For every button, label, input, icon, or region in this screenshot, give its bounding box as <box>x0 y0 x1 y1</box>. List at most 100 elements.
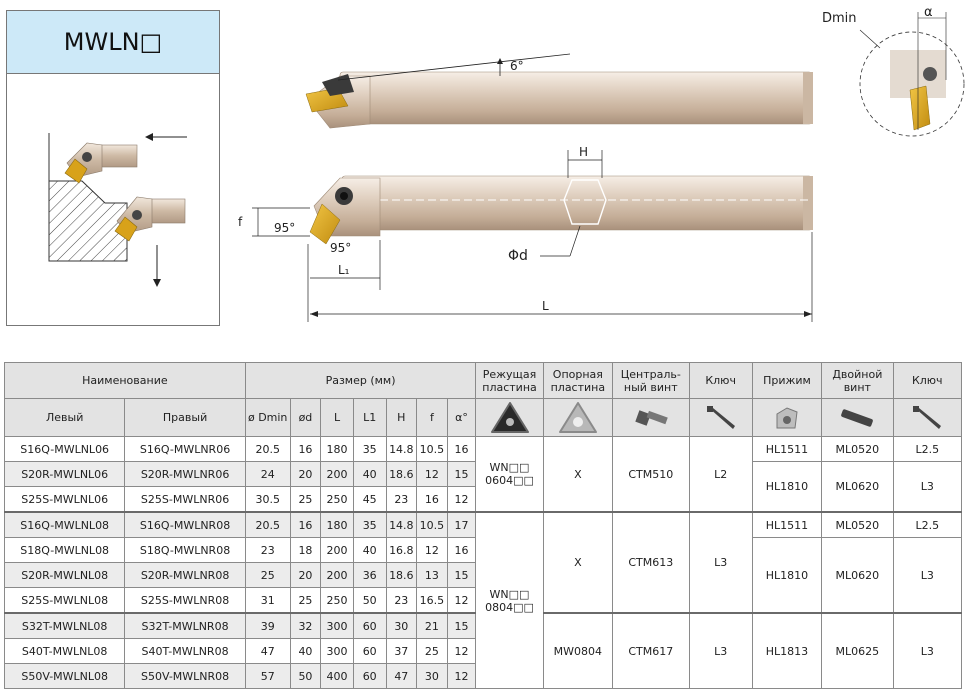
label-dmin: Dmin <box>822 11 857 26</box>
tool-top-view: 6° <box>305 53 813 129</box>
cell-d: 32 <box>289 612 322 639</box>
spec-table: Наименование Размер (мм) Режущая пластин… <box>3 362 963 689</box>
cell-f: 16.5 <box>416 587 448 614</box>
header-seat: Опорная пластина <box>542 362 614 399</box>
cell-l1: 45 <box>352 486 387 513</box>
cell-f: 12 <box>416 537 448 563</box>
cell-l: 400 <box>320 663 354 689</box>
cell-center-screw: CTM510 <box>612 436 690 513</box>
cell-l: 200 <box>320 461 354 487</box>
cell-clamp: HL1810 <box>751 537 823 614</box>
angle-6-label: 6° <box>510 59 524 73</box>
header-center-screw: Централь-ный винт <box>612 362 690 399</box>
subheader-right: Правый <box>124 398 246 437</box>
cell-left: S16Q-MWLNL06 <box>3 436 126 462</box>
cell-right: S20R-MWLNR06 <box>124 461 246 487</box>
cell-left: S16Q-MWLNL08 <box>3 511 126 538</box>
cell-key2: L3 <box>892 461 963 513</box>
table-row: S20R-MWLNL06 S20R-MWLNR06 24 20 200 40 1… <box>3 461 963 513</box>
table-row: S20R-MWLNL08 S20R-MWLNR08 25 20 200 36 1… <box>3 562 962 588</box>
key-icon <box>892 398 963 437</box>
cell-h: 14.8 <box>385 436 418 462</box>
cell-d: 18 <box>289 537 322 563</box>
cell-insert: WN□□ 0604□□ <box>475 436 544 513</box>
cell-l1: 60 <box>352 663 387 689</box>
cell-l1: 60 <box>352 612 387 639</box>
cell-key1: L3 <box>688 612 753 689</box>
cell-h: 18.6 <box>385 562 418 588</box>
cell-seat: X <box>542 436 614 513</box>
cell-left: S20R-MWLNL08 <box>3 562 126 588</box>
cell-double-screw: ML0620 <box>821 461 894 513</box>
subheader-alpha: α° <box>446 398 477 437</box>
cell-left: S20R-MWLNL06 <box>3 461 126 487</box>
seat-icon <box>542 398 614 437</box>
label-alpha: α <box>924 5 933 20</box>
cell-dmin: 47 <box>244 638 291 664</box>
cell-d: 16 <box>289 436 322 462</box>
cell-f: 10.5 <box>416 511 448 538</box>
header-insert: Режущая пластина <box>475 362 544 399</box>
cell-right: S25S-MWLNR08 <box>124 587 246 614</box>
table-row: S50V-MWLNL08 S50V-MWLNR08 57 50 400 60 4… <box>3 663 962 689</box>
cell-alpha: 16 <box>446 436 477 462</box>
cell-h: 14.8 <box>385 511 418 538</box>
product-title: MWLN□ <box>7 11 219 74</box>
cell-f: 12 <box>416 461 448 487</box>
label-h: H <box>579 145 588 159</box>
subheader-d: ød <box>289 398 322 437</box>
cell-left: S25S-MWLNL08 <box>3 587 126 614</box>
key-icon <box>688 398 753 437</box>
subheader-l: L <box>320 398 354 437</box>
cell-h: 47 <box>385 663 418 689</box>
cell-l: 200 <box>320 562 354 588</box>
cell-l: 300 <box>320 612 354 639</box>
cell-clamp: HL1511 <box>751 436 823 462</box>
cell-f: 30 <box>416 663 448 689</box>
header-double-screw: Двойной винт <box>821 362 894 399</box>
cell-key1: L2 <box>688 436 753 513</box>
cell-alpha: 15 <box>446 562 477 588</box>
subheader-dmin: ø Dmin <box>244 398 291 437</box>
cell-key1: L3 <box>688 511 753 614</box>
cell-key2: L3 <box>892 612 963 689</box>
cell-dmin: 25 <box>244 562 291 588</box>
cell-clamp: HL1511 <box>751 511 823 538</box>
cell-h: 18.6 <box>385 461 418 487</box>
header-key1: Ключ <box>688 362 753 399</box>
cell-right: S40T-MWLNR08 <box>124 638 246 664</box>
cell-insert: WN□□ 0804□□ <box>475 511 544 689</box>
cell-dmin: 24 <box>244 461 291 487</box>
table-row: S16Q-MWLNL08 S16Q-MWLNR08 20.5 16 180 35… <box>3 511 963 689</box>
double-screw-icon <box>821 398 894 437</box>
cell-double-screw: ML0520 <box>821 436 894 462</box>
tool-drawings: 6° H Φd f 95° 95° L₁ <box>238 5 965 322</box>
cell-h: 30 <box>385 612 418 639</box>
cell-right: S20R-MWLNR08 <box>124 562 246 588</box>
header-key2: Ключ <box>892 362 963 399</box>
cell-right: S32T-MWLNR08 <box>124 612 246 639</box>
cell-d: 20 <box>289 461 322 487</box>
cell-alpha: 12 <box>446 638 477 664</box>
cell-left: S40T-MWLNL08 <box>3 638 126 664</box>
cell-d: 25 <box>289 587 322 614</box>
cell-l: 250 <box>320 587 354 614</box>
cell-dmin: 23 <box>244 537 291 563</box>
label-l: L <box>542 299 549 313</box>
cell-right: S16Q-MWLNR08 <box>124 511 246 538</box>
cell-clamp: HL1810 <box>751 461 823 513</box>
title-box: MWLN□ <box>6 10 220 326</box>
clamp-icon <box>751 398 823 437</box>
cell-l: 180 <box>320 436 354 462</box>
cell-key2: L2.5 <box>892 436 963 462</box>
cell-double-screw: ML0620 <box>821 537 894 614</box>
cell-h: 23 <box>385 486 418 513</box>
label-phi-d: Φd <box>508 248 528 264</box>
cell-f: 16 <box>416 486 448 513</box>
cell-seat: X <box>542 511 614 614</box>
cell-left: S50V-MWLNL08 <box>3 663 126 689</box>
cell-h: 23 <box>385 587 418 614</box>
cell-dmin: 20.5 <box>244 436 291 462</box>
cell-double-screw: ML0520 <box>821 511 894 538</box>
cell-d: 50 <box>289 663 322 689</box>
